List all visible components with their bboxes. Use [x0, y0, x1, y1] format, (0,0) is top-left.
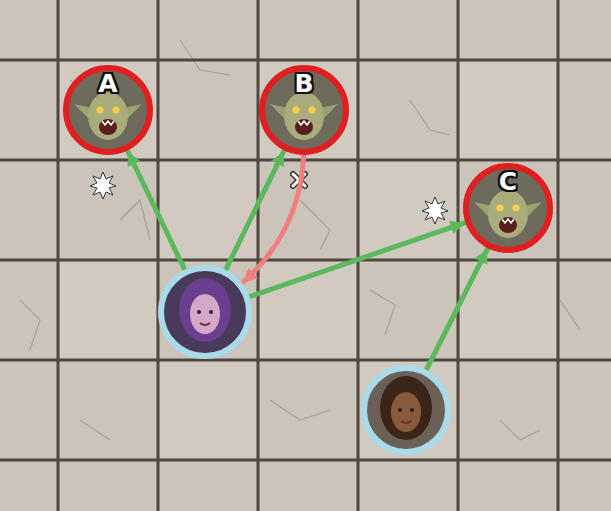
token-letter: C	[463, 169, 553, 194]
arrow-head	[128, 151, 141, 167]
arrow-line	[128, 151, 185, 269]
miss-cross	[293, 174, 305, 186]
enemy-token: C	[463, 163, 553, 253]
hit-burst	[90, 172, 448, 224]
attack-arrow	[249, 221, 464, 297]
enemy-token: A	[63, 65, 153, 155]
attack-arrow	[226, 151, 284, 269]
token-portrait	[361, 365, 451, 455]
hero-token	[361, 365, 451, 455]
token-letter: B	[259, 71, 349, 96]
arrow-head	[449, 221, 465, 234]
attack-arrow	[426, 249, 487, 370]
arrow-head	[271, 151, 284, 167]
attack-arrow	[128, 151, 185, 269]
token-portrait	[158, 265, 252, 359]
attack-arrow	[243, 155, 304, 282]
token-letter: A	[63, 71, 153, 96]
arrow-head	[475, 249, 488, 265]
hero-token	[158, 265, 252, 359]
arrow-line	[243, 155, 304, 282]
arrow-line	[249, 223, 464, 297]
arrow-line	[426, 249, 487, 370]
enemy-token: B	[259, 65, 349, 155]
arrow-head	[243, 268, 258, 283]
arrow-line	[226, 151, 284, 269]
